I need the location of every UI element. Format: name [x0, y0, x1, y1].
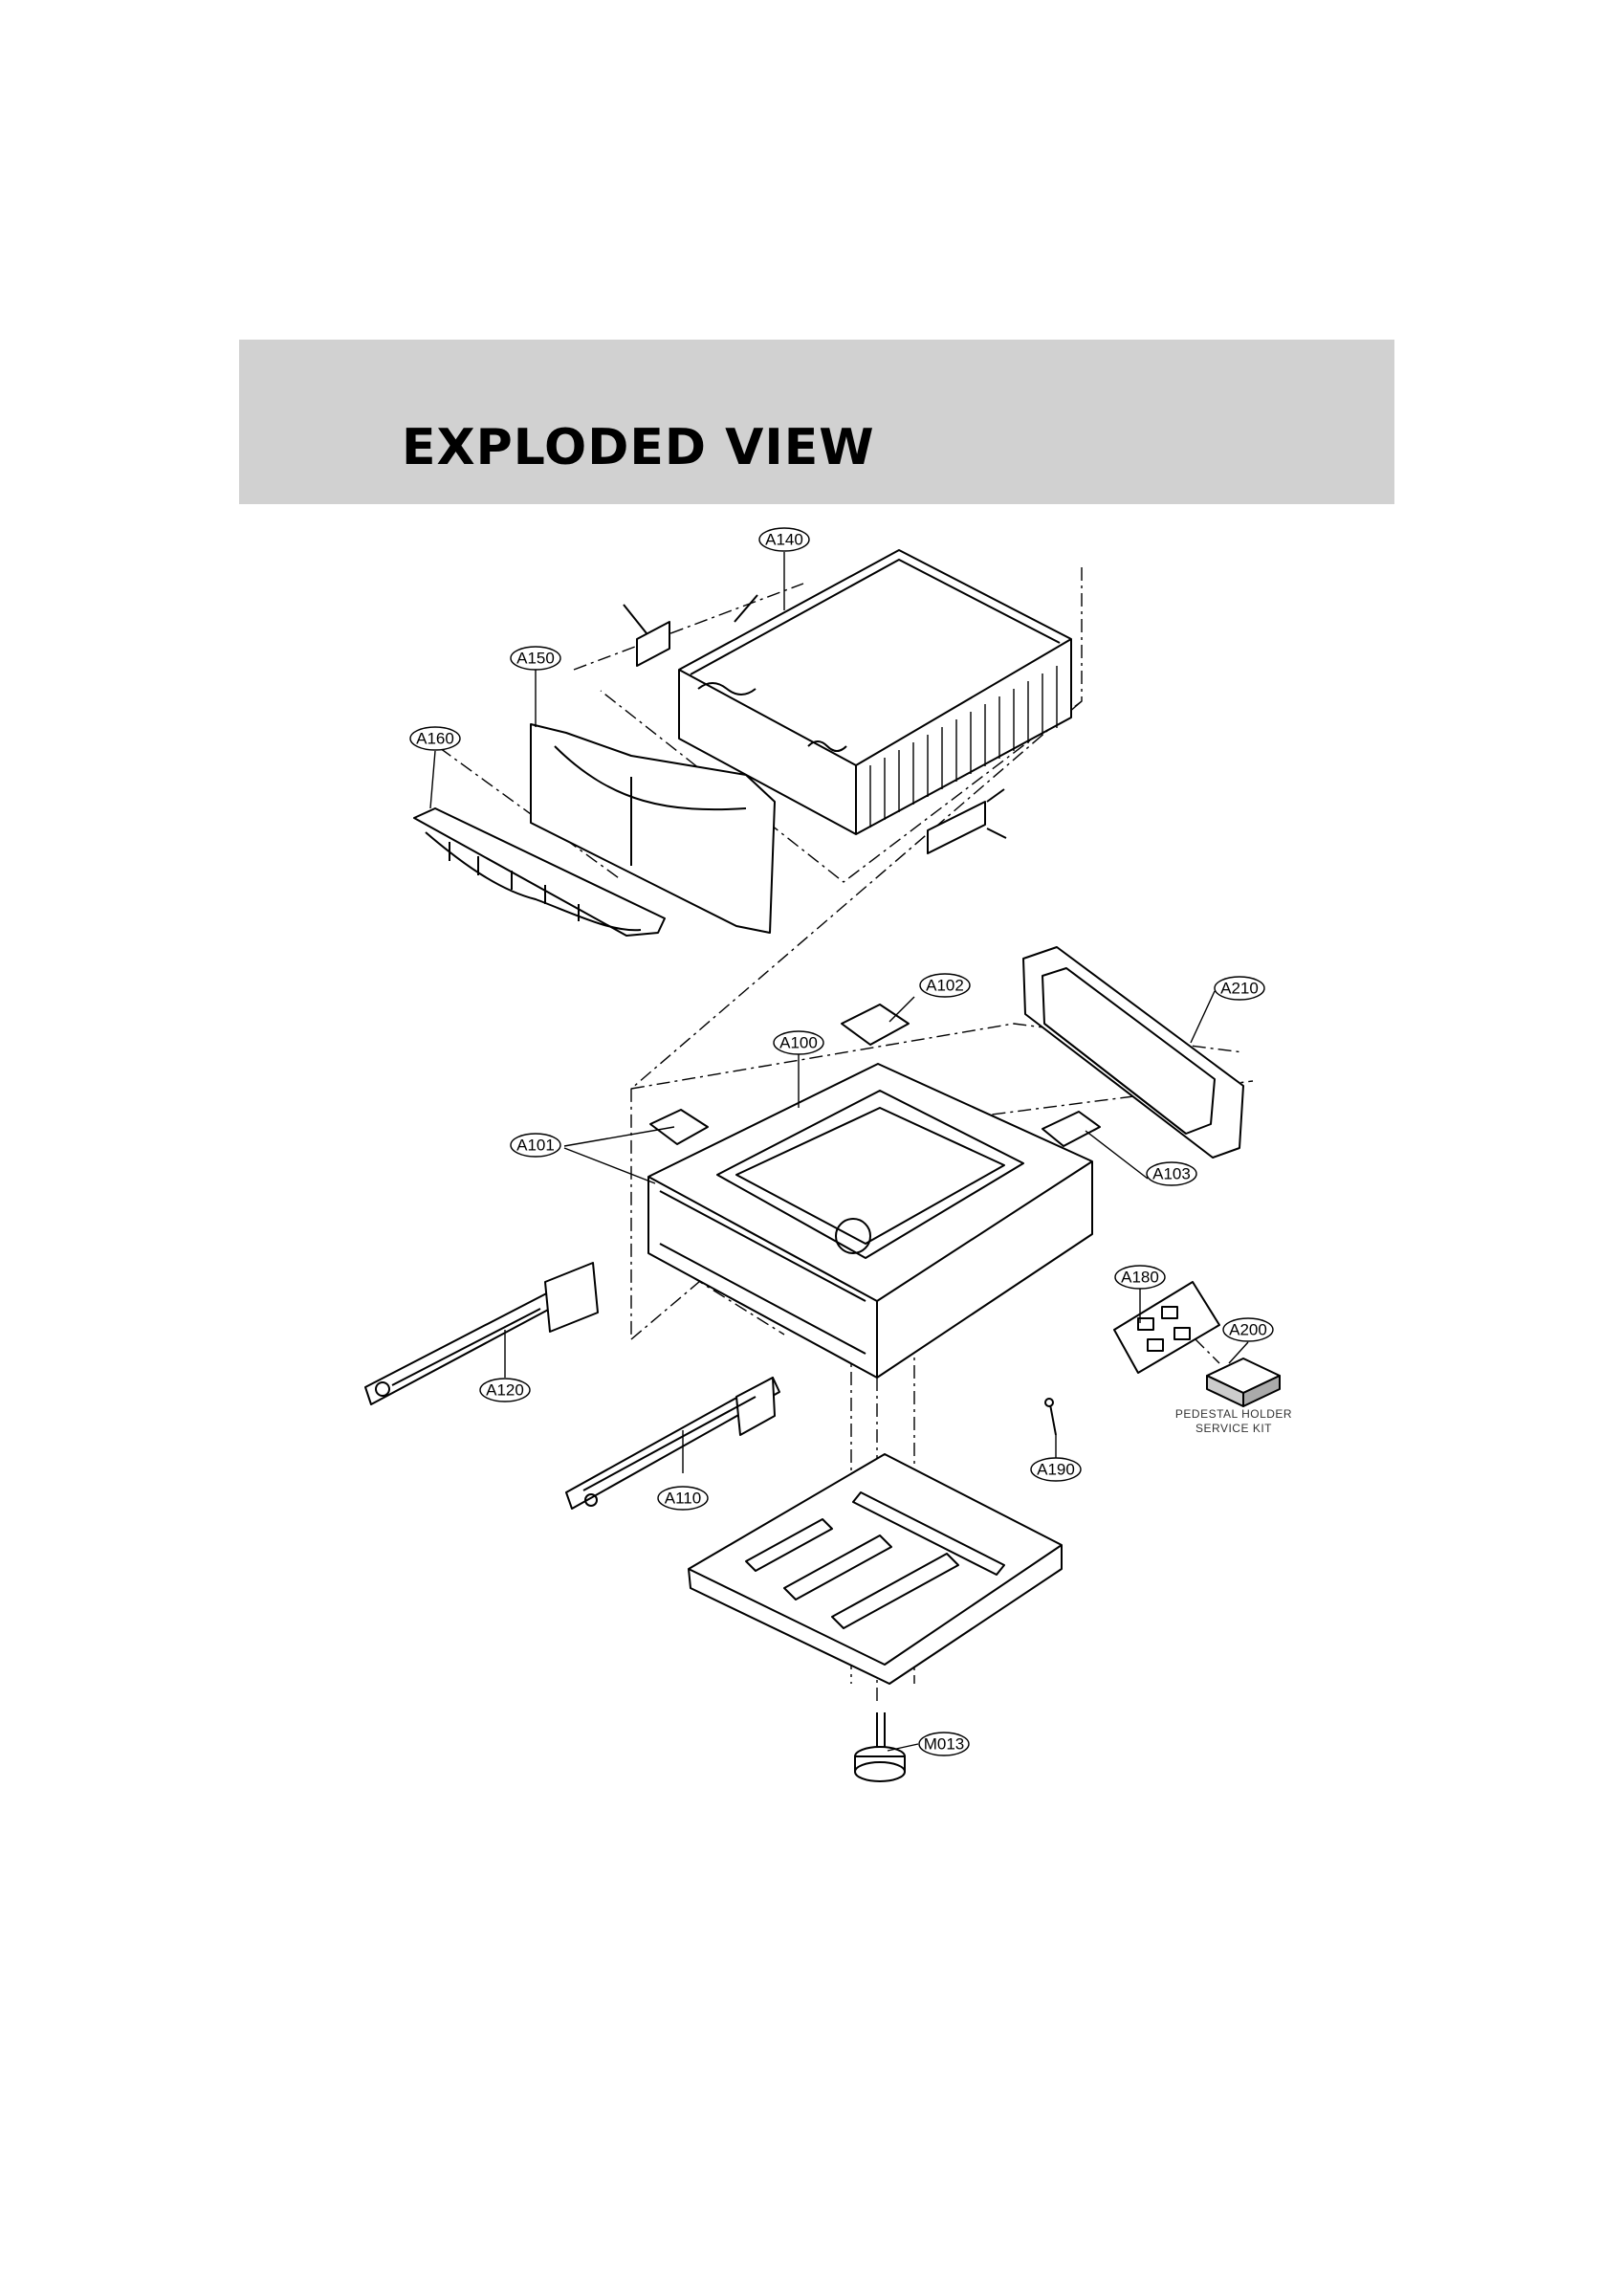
callout-a120-label: A120 — [486, 1381, 524, 1400]
callout-a200-ellipse — [1222, 1317, 1274, 1342]
hinge-bracket-a103 — [1042, 1111, 1101, 1147]
callout-a190-ellipse — [1030, 1457, 1082, 1482]
drawer-front-panel-part — [530, 723, 776, 934]
callout-a150-ellipse — [510, 646, 561, 671]
pedestal-holder-kit-part — [1113, 1281, 1220, 1374]
callout-m013-ellipse — [918, 1732, 970, 1756]
leader-lines — [429, 552, 1249, 1752]
pedestal-cabinet-part — [647, 1063, 1093, 1379]
drawer-bin-part — [678, 549, 1072, 835]
slide-rail-a120-part — [364, 1262, 599, 1405]
header-band — [239, 340, 1394, 504]
callout-a100-label: A100 — [779, 1034, 818, 1052]
slide-rail-a110-part — [565, 1377, 780, 1510]
callout-a190-label: A190 — [1037, 1461, 1075, 1479]
hinge-bracket-a102 — [841, 1004, 910, 1046]
callout-a102-ellipse — [919, 973, 971, 998]
leveling-leg-part — [854, 1712, 906, 1782]
callout-a103-ellipse — [1146, 1161, 1197, 1186]
page-title: EXPLODED VIEW — [402, 419, 875, 476]
callout-a210-ellipse — [1214, 976, 1265, 1001]
callout-a150-label: A150 — [516, 650, 555, 668]
drawer-handle-trim-part — [413, 807, 666, 937]
callout-a140-label: A140 — [765, 531, 803, 549]
callout-a160-label: A160 — [416, 730, 454, 748]
service-kit-box-part — [1206, 1358, 1281, 1407]
screw-a190-part — [1044, 1398, 1057, 1436]
callout-m013-label: M013 — [924, 1735, 965, 1754]
callout-a120-ellipse — [479, 1378, 531, 1402]
kit-note-line2: SERVICE KIT — [1195, 1422, 1272, 1435]
hinge-bracket-a101 — [649, 1109, 709, 1145]
callout-a103-label: A103 — [1152, 1165, 1191, 1183]
callout-a210-label: A210 — [1220, 980, 1259, 998]
callout-a140-ellipse — [758, 527, 810, 552]
callout-a160-ellipse — [409, 726, 461, 751]
base-plate-part — [688, 1453, 1063, 1685]
callout-a110-label: A110 — [665, 1490, 701, 1508]
bin-bracket-left — [623, 594, 758, 667]
kit-note-line1: PEDESTAL HOLDER — [1175, 1407, 1292, 1421]
callout-a101-ellipse — [510, 1133, 561, 1158]
kick-plate-part — [1022, 946, 1244, 1159]
callout-a101-label: A101 — [516, 1137, 555, 1155]
callout-a180-label: A180 — [1121, 1269, 1159, 1287]
bin-bracket-right — [927, 788, 1007, 854]
callout-a110-ellipse — [657, 1486, 709, 1511]
callout-a200-label: A200 — [1229, 1321, 1267, 1339]
callout-a100-ellipse — [773, 1030, 824, 1055]
callout-a180-ellipse — [1114, 1265, 1166, 1290]
callout-a102-label: A102 — [926, 977, 964, 995]
